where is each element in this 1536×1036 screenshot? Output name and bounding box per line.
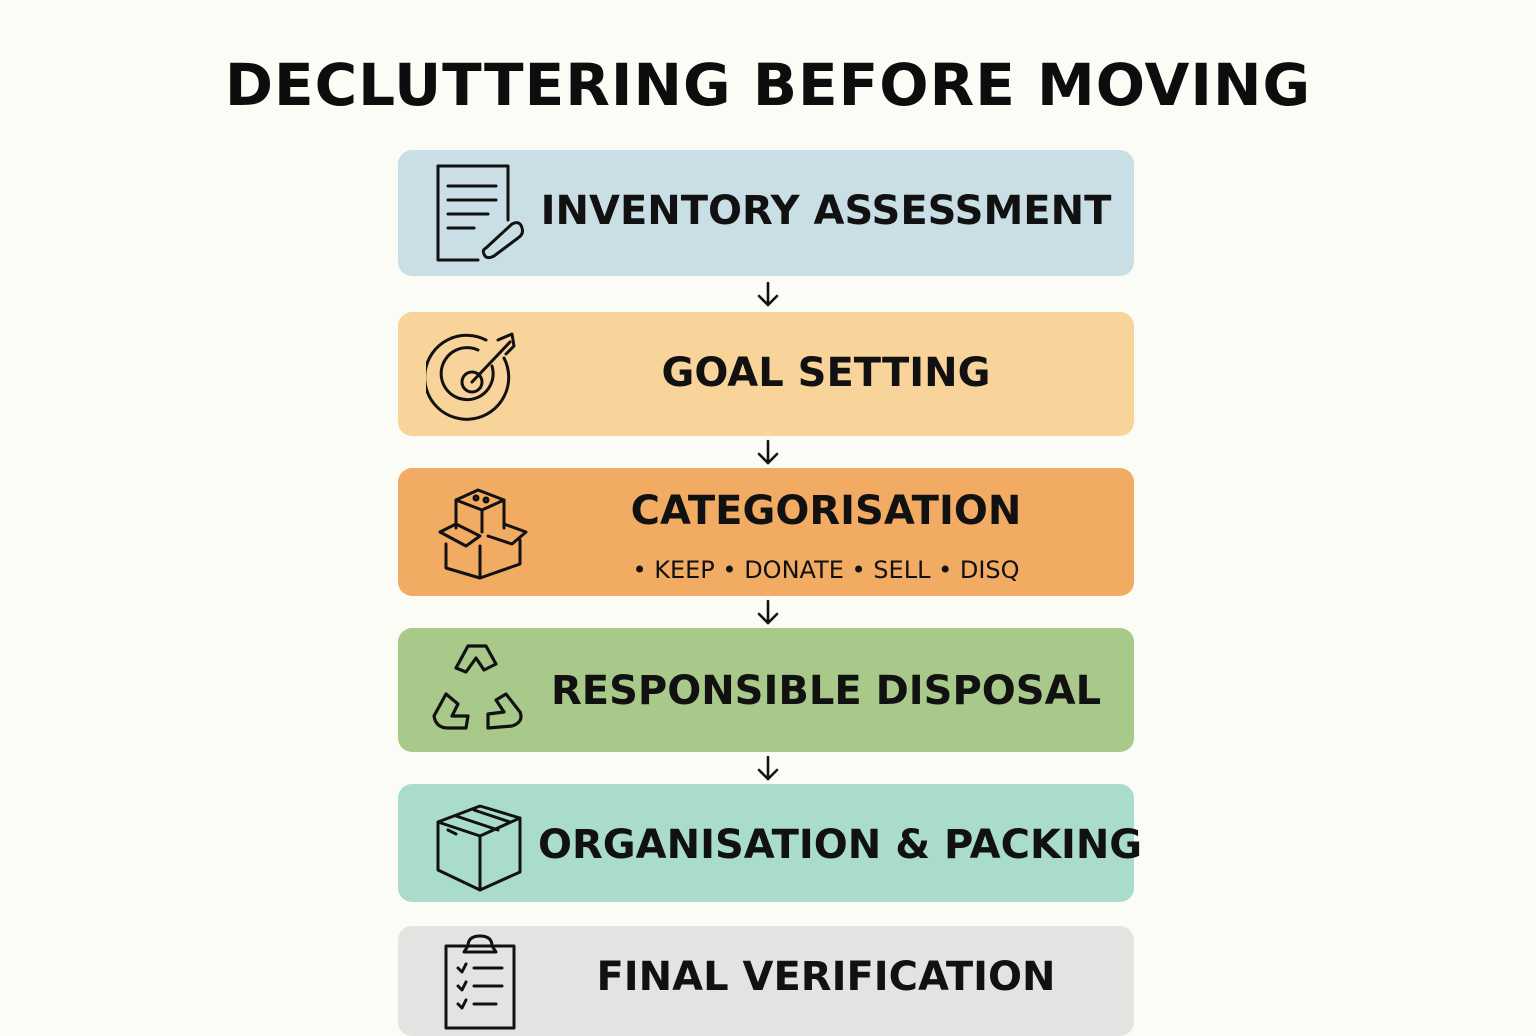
step-label: INVENTORY ASSESSMENT xyxy=(540,188,1112,234)
step-label: FINAL VERIFICATION xyxy=(596,954,1056,1000)
recycle-icon xyxy=(426,638,530,742)
step-label: RESPONSIBLE DISPOSAL xyxy=(550,668,1102,714)
step-inventory-assessment: INVENTORY ASSESSMENT xyxy=(398,150,1134,276)
step-goal-setting: GOAL SETTING xyxy=(398,312,1134,436)
step-final-verification: FINAL VERIFICATION xyxy=(398,926,1134,1036)
arrow-down-icon xyxy=(754,598,782,628)
step-label: GOAL SETTING xyxy=(661,350,991,396)
arrow-down-icon xyxy=(754,754,782,784)
step-responsible-disposal: RESPONSIBLE DISPOSAL xyxy=(398,628,1134,752)
arrow-down-icon xyxy=(754,280,782,310)
step-label: CATEGORISATION xyxy=(630,488,1022,534)
arrow-down-icon xyxy=(754,438,782,468)
step-categorisation: CATEGORISATION • KEEP • DONATE • SELL • … xyxy=(398,468,1134,596)
clipboard-checklist-icon xyxy=(426,932,530,1036)
step-organisation-packing: ORGANISATION & PACKING xyxy=(398,784,1143,902)
diagram-title: DECLUTTERING BEFORE MOVING xyxy=(224,51,1312,119)
open-box-icon xyxy=(426,480,530,584)
step-sublabel: • KEEP • DONATE • SELL • DISQ xyxy=(632,556,1020,584)
checklist-document-icon xyxy=(426,160,530,264)
closed-box-icon xyxy=(426,792,530,896)
target-icon xyxy=(426,324,530,428)
step-label: ORGANISATION & PACKING xyxy=(538,822,1143,868)
